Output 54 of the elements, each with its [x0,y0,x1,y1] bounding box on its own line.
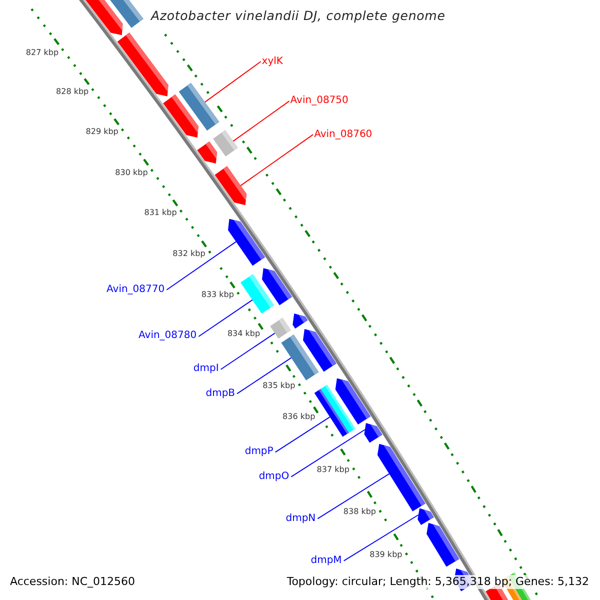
gene-feature [163,94,198,138]
gene-label: dmpN [286,512,316,525]
gene-feature [197,141,217,164]
genome-summary-text: Topology: circular; Length: 5,365,318 bp; Genes: 5,132 [284,575,591,589]
scale-label: 829 kbp [86,127,118,138]
category-bar [281,334,319,380]
gene-label: dmpI [193,363,219,376]
gene-label: Avin_08750 [290,95,348,108]
scale-label: 835 kbp [262,381,296,392]
leader-line [240,134,314,186]
leader-line [317,473,390,520]
gene-feature [418,508,434,526]
leader-line [274,416,330,453]
accession-text: Accession: NC_012560 [10,575,136,589]
gene-feature [426,522,460,567]
leader-line [236,357,292,394]
gene-label: dmpM [310,554,342,567]
category-bar [110,0,144,28]
category-bar [213,130,238,157]
category-bar [314,384,356,437]
scale-label: 830 kbp [115,168,148,178]
gene-label: dmpP [244,446,274,458]
leader-line [290,429,366,478]
gene-label: xylK [262,56,283,68]
leader-line [166,241,237,290]
gene-feature [228,218,265,266]
scale-label: 837 kbp [316,465,350,476]
scale-label: 833 kbp [201,290,234,300]
scale-label: 832 kbp [172,248,206,259]
scale-label: 834 kbp [227,328,260,339]
gene-label: Avin_08760 [314,128,372,141]
leader-line [198,299,253,337]
leader-line [343,514,419,562]
gene-label: dmpB [206,388,236,400]
leader-line [232,100,290,142]
leader-line [204,61,262,103]
scale-label: 831 kbp [144,208,177,218]
gene-label: dmpO [258,470,290,483]
category-bar [270,318,291,339]
scale-label: 828 kbp [56,87,89,98]
scale-label: 838 kbp [343,507,376,518]
gene-label: Avin_08770 [106,284,165,296]
category-bar [240,274,274,314]
scale-label: 839 kbp [370,550,402,560]
gene-feature [117,32,168,96]
scale-label: 836 kbp [282,412,316,422]
gene-label: Avin_08780 [138,330,197,342]
gene-feature [214,166,247,206]
diagram-title: Azotobacter vinelandii DJ, complete genome [149,8,448,24]
scale-label: 827 kbp [26,48,59,58]
leader-line [220,332,276,370]
gene-feature [377,444,426,512]
gene-feature [292,314,308,329]
gene-feature [364,423,382,443]
